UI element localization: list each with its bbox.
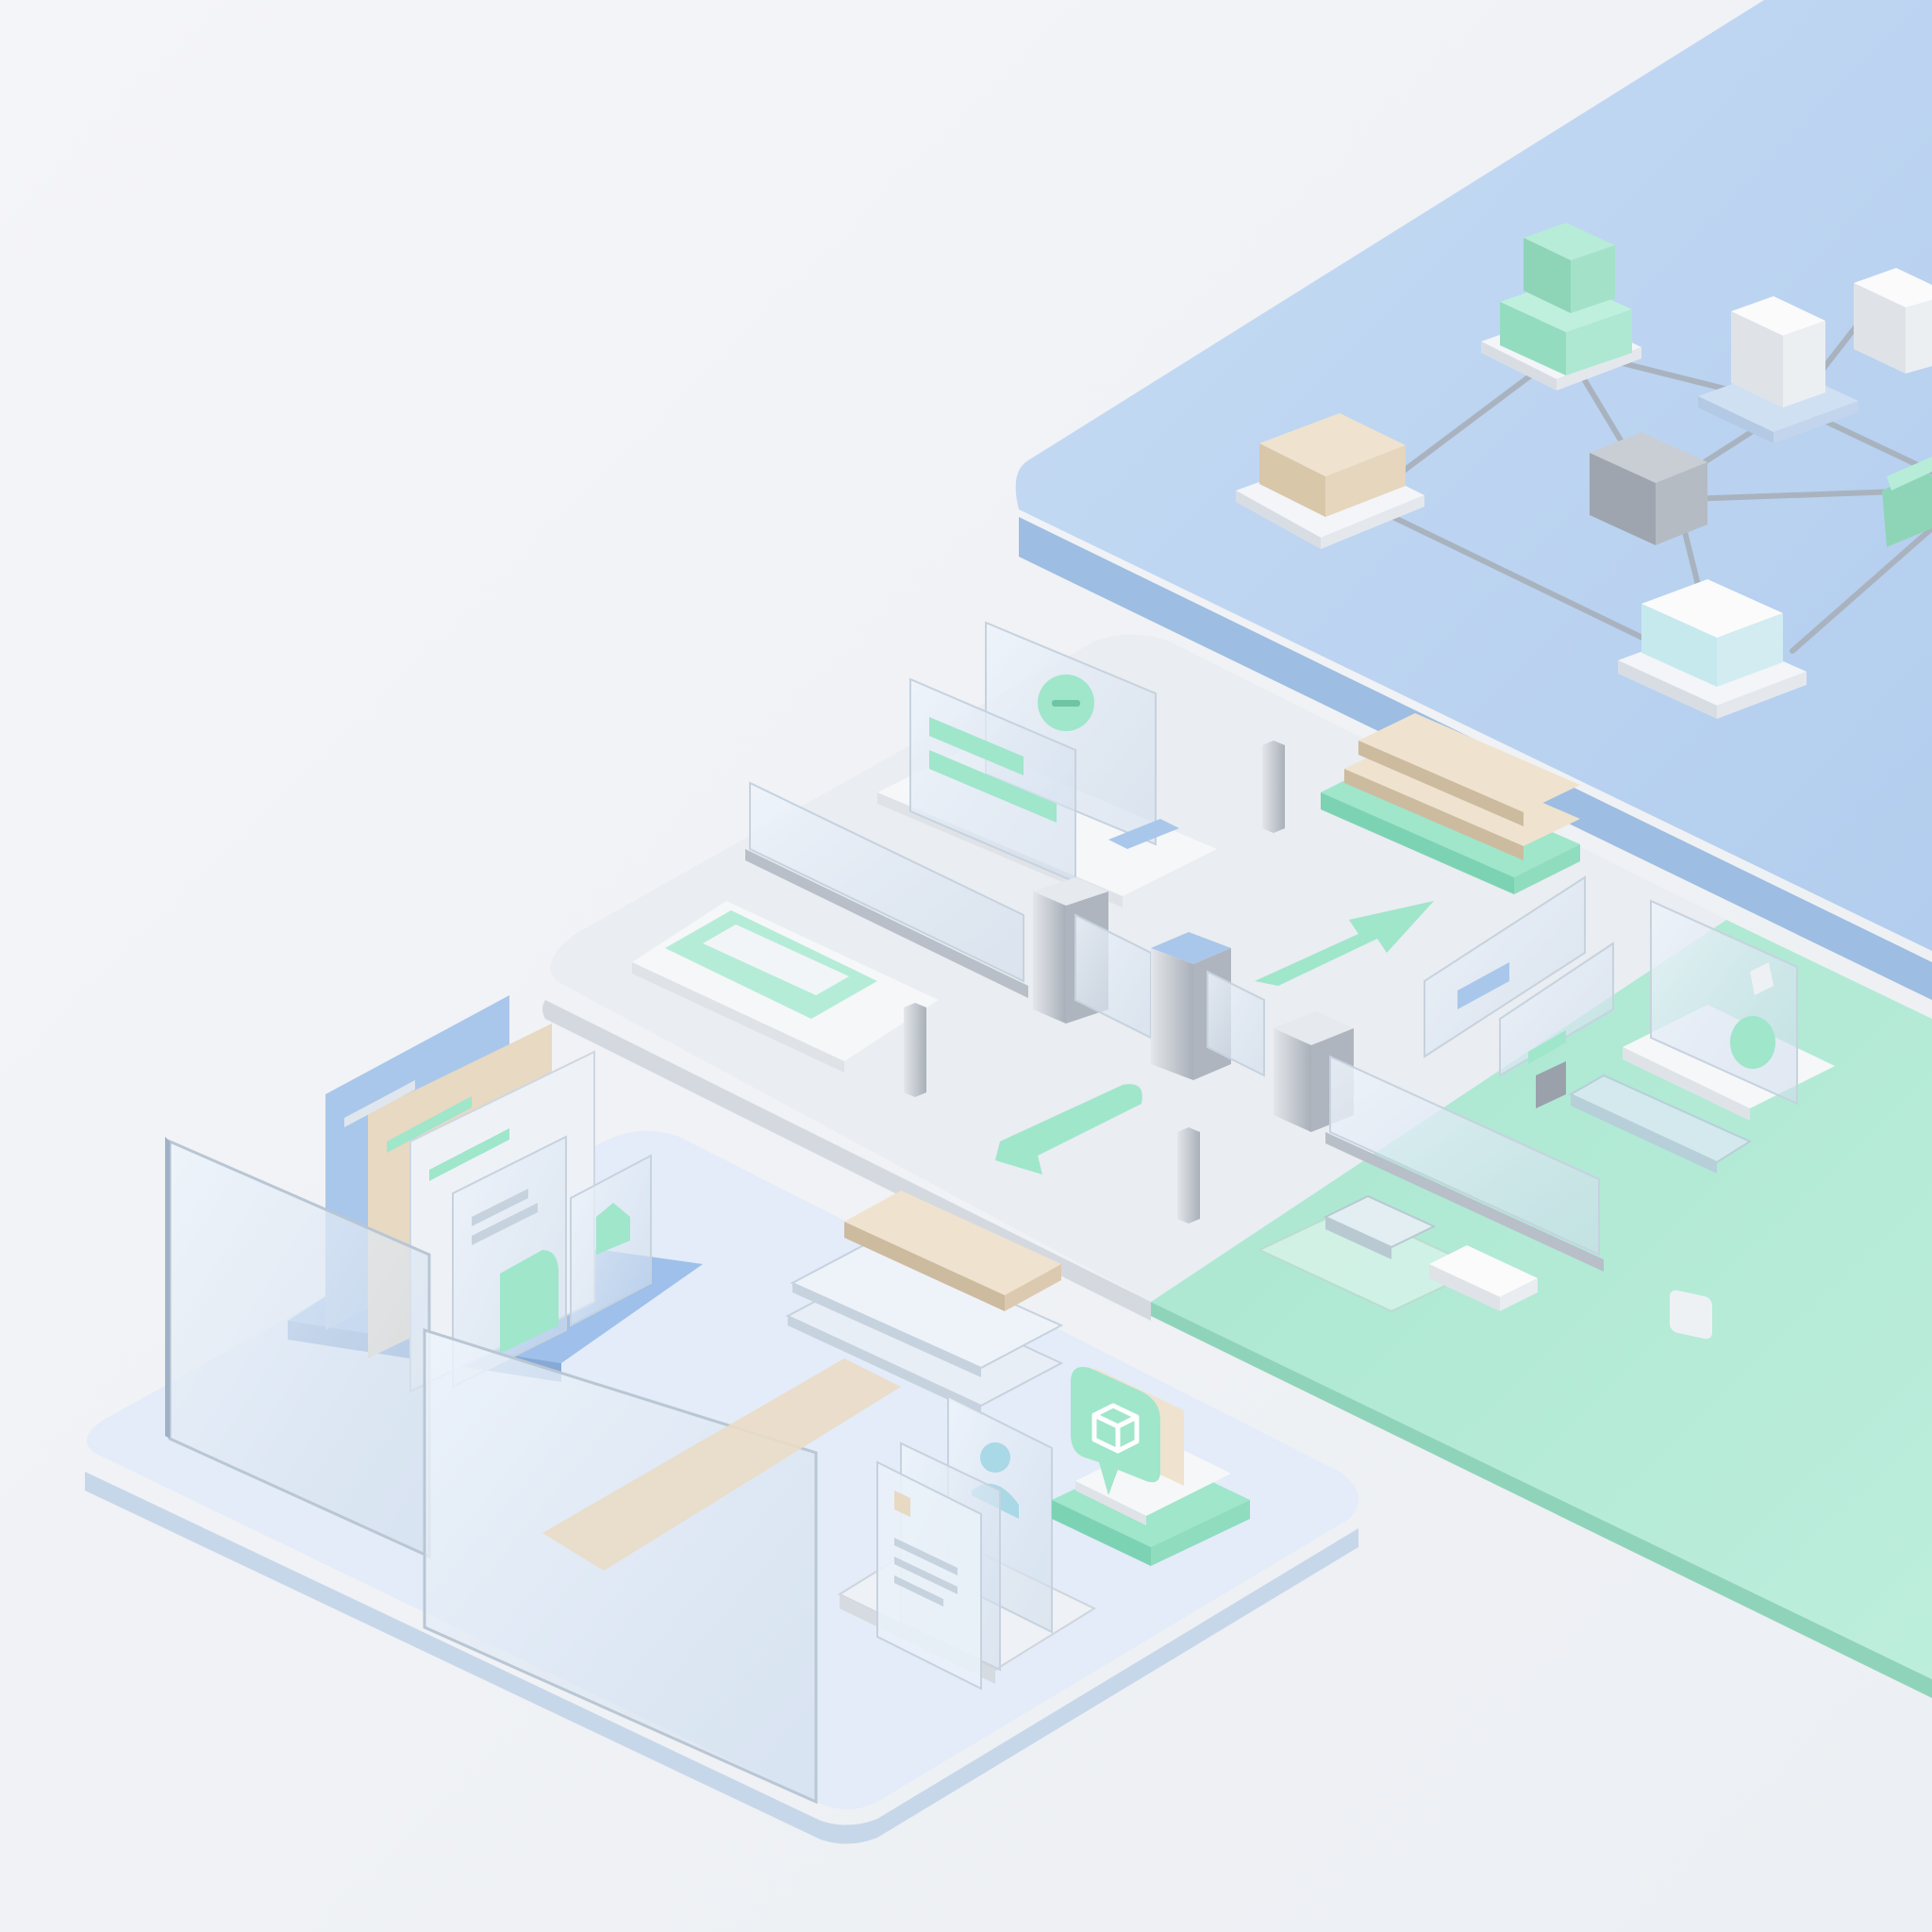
- beige-runner: [542, 1358, 901, 1571]
- package-icon: [1091, 1403, 1140, 1454]
- shapes-panel: [1623, 899, 1835, 1340]
- square-shape-icon: [1670, 1290, 1712, 1340]
- folder-label-bar: [429, 1128, 509, 1181]
- posts: [904, 741, 1285, 1224]
- glass-rail-left: [745, 781, 1028, 998]
- glass-rail-right: [1325, 1055, 1604, 1272]
- mint-stack-node: [1481, 223, 1641, 391]
- white-cube-right-node: [1854, 268, 1932, 374]
- arrow-left-icon: [995, 1084, 1142, 1174]
- upper-platform-top: [1015, 0, 1932, 951]
- user-icon: [980, 1442, 1010, 1473]
- white-tile-group: [1257, 1194, 1538, 1313]
- beige-block-node: [1236, 413, 1424, 549]
- profile-card: [837, 1394, 1097, 1690]
- mint-cube-edge-node: [1882, 457, 1932, 547]
- green-platform-side: [1151, 1302, 1932, 1698]
- chat-card-group: [877, 621, 1217, 908]
- home-icon: [596, 1203, 630, 1255]
- card-stack: [785, 1191, 1064, 1415]
- glass-monitor-left: [1424, 875, 1614, 1108]
- glass-slab: [1568, 1074, 1753, 1174]
- minus-bar: [1052, 700, 1080, 707]
- arrow-right-icon: [1255, 901, 1434, 986]
- circle-shape-icon: [1730, 1016, 1775, 1069]
- steel-cube-node: [1590, 432, 1707, 545]
- white-cube-bottom-node: [1618, 579, 1807, 719]
- folder-label-bar: [387, 1096, 472, 1153]
- package-badge: [1052, 1367, 1250, 1566]
- diamond-shape-icon: [1750, 962, 1774, 995]
- white-cube-node: [1698, 296, 1858, 443]
- folder-label-bar: [344, 1080, 415, 1127]
- turnstile-gates: [1033, 877, 1354, 1132]
- beige-stack: [1321, 713, 1580, 894]
- toggle-pad: [632, 901, 939, 1073]
